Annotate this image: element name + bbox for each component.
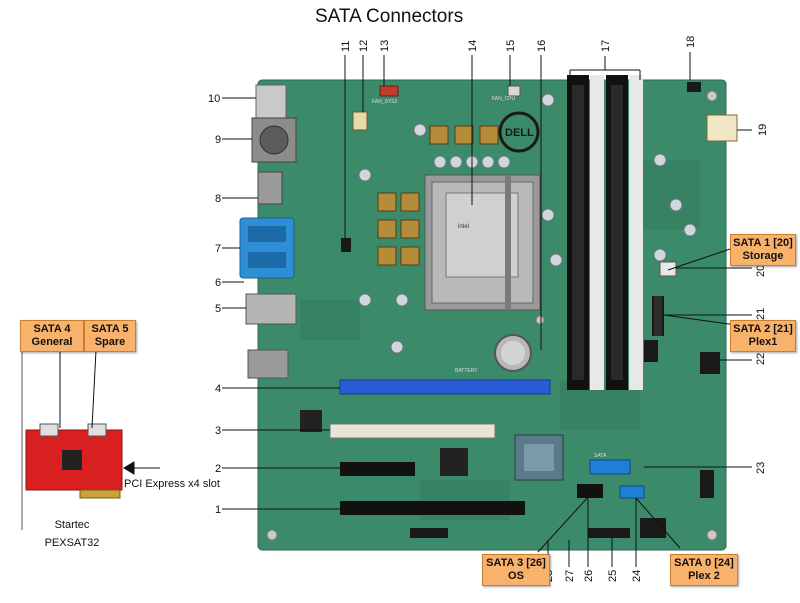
number-15: 15 <box>505 40 517 52</box>
number-3: 3 <box>215 425 221 437</box>
sata-silkscreen: SATA <box>594 453 607 459</box>
number-25: 25 <box>607 570 619 582</box>
svg-text:intel: intel <box>458 224 469 230</box>
number-7: 7 <box>215 243 221 255</box>
callout-sata5: SATA 5 Spare <box>84 320 136 352</box>
callout-sata2-line2: Plex1 <box>748 336 778 348</box>
fan-cpu-label: FAN_CPU <box>492 96 515 102</box>
callout-sata4-line2: General <box>31 336 73 348</box>
dell-logo: DELL <box>498 111 540 153</box>
number-1: 1 <box>215 504 221 516</box>
leader-lines <box>59 52 752 567</box>
callout-sata4: SATA 4 General <box>20 320 84 352</box>
number-8: 8 <box>215 193 221 205</box>
callout-sata1-line2: Storage <box>742 250 784 262</box>
number-11: 11 <box>340 41 352 52</box>
cpu-socket: intel <box>424 174 541 311</box>
number-17: 17 <box>600 40 612 52</box>
dimm-slots <box>567 75 643 390</box>
card-label-line1: Startec <box>54 519 90 531</box>
vrm-components <box>377 125 499 266</box>
callout-sata3: SATA 3 [26] OS <box>482 554 550 586</box>
number-labels: 1 2 3 4 5 6 7 8 9 10 11 12 13 14 15 16 1… <box>208 36 769 582</box>
number-20: 20 <box>755 265 767 277</box>
number-6: 6 <box>215 277 221 289</box>
pcie-slot-label: PCI Express x4 slot <box>124 478 220 490</box>
rear-io <box>239 84 297 379</box>
pcie-sata-card <box>21 340 123 530</box>
number-21: 21 <box>755 308 767 320</box>
number-24: 24 <box>631 570 643 582</box>
number-5: 5 <box>215 303 221 315</box>
number-2: 2 <box>215 463 221 475</box>
battery-label: BATTERY <box>455 368 478 374</box>
dell-logo-text: DELL <box>505 127 534 139</box>
callout-sata3-line2: OS <box>508 570 524 582</box>
callout-sata1: SATA 1 [20] Storage <box>730 234 796 266</box>
callout-sata2-line1: SATA 2 [21] <box>733 323 793 335</box>
number-16: 16 <box>536 40 548 52</box>
callout-sata4-line1: SATA 4 <box>33 323 71 335</box>
callout-sata5-line2: Spare <box>94 336 126 348</box>
number-14: 14 <box>467 40 479 52</box>
fan-headers <box>341 82 738 252</box>
sata-ports <box>577 261 677 499</box>
expansion-slots <box>329 379 551 515</box>
chipset <box>300 410 564 481</box>
number-23: 23 <box>755 462 767 474</box>
callout-sata3-line1: SATA 3 [26] <box>486 557 546 569</box>
number-4: 4 <box>215 383 221 395</box>
number-9: 9 <box>215 134 221 146</box>
page-title: SATA Connectors <box>315 6 464 27</box>
callout-sata5-line1: SATA 5 <box>91 323 129 335</box>
number-18: 18 <box>685 36 697 48</box>
card-label-line2: PEXSAT32 <box>44 537 100 549</box>
number-27: 27 <box>564 570 576 582</box>
callout-sata0-line2: Plex 2 <box>688 570 720 582</box>
card-label: Startec PEXSAT32 <box>40 516 104 552</box>
number-12: 12 <box>358 40 370 52</box>
number-19: 19 <box>757 124 769 136</box>
number-22: 22 <box>755 353 767 365</box>
callout-sata1-line1: SATA 1 [20] <box>733 237 793 249</box>
callout-sata0: SATA 0 [24] Plex 2 <box>670 554 738 586</box>
callout-sata2: SATA 2 [21] Plex1 <box>730 320 796 352</box>
capacitors <box>358 93 697 354</box>
number-10: 10 <box>208 93 220 105</box>
cmos-battery: BATTERY <box>455 334 532 374</box>
callout-sata0-line1: SATA 0 [24] <box>674 557 734 569</box>
number-13: 13 <box>379 40 391 52</box>
fan-sys2-label: FAN_SYS2 <box>372 99 398 105</box>
number-26: 26 <box>583 570 595 582</box>
